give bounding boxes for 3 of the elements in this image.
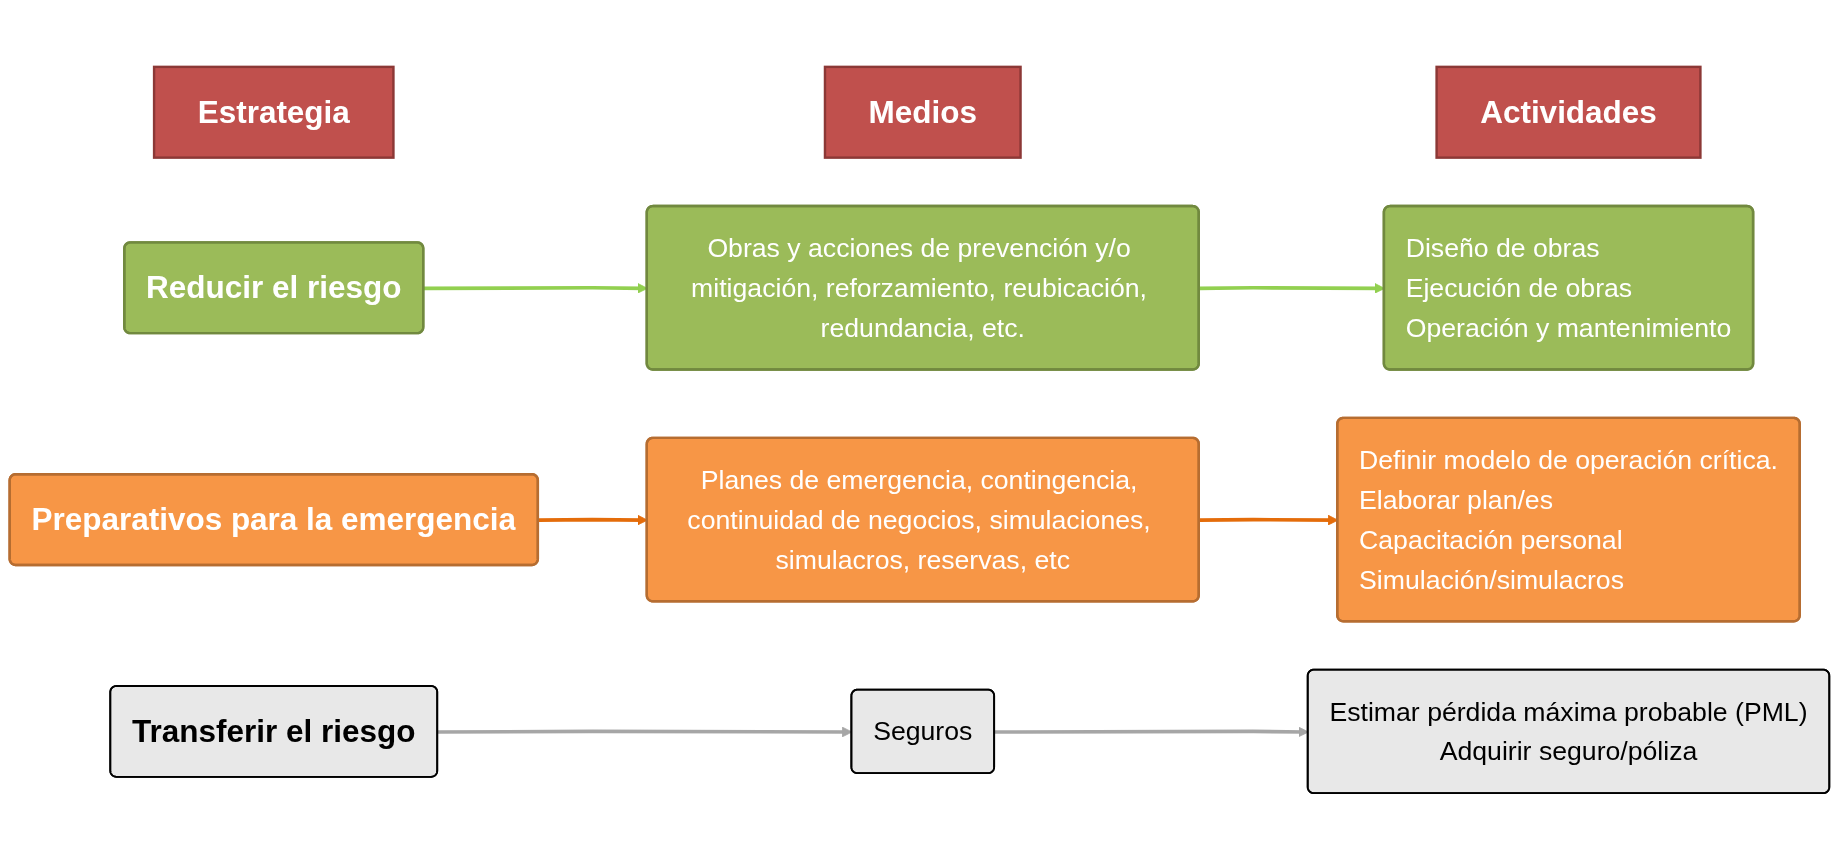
node-box bbox=[823, 65, 1022, 159]
node-box bbox=[1435, 65, 1702, 159]
node-box bbox=[152, 65, 395, 159]
